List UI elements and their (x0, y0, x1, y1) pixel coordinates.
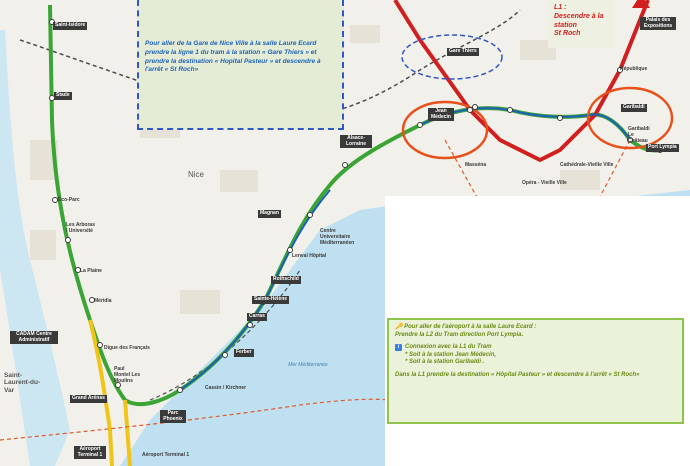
place-saint-laurent: Saint-Laurent-du-Var (4, 372, 41, 394)
station-garibaldi: Garibaldi (621, 104, 647, 112)
station-magnan: Magnan (258, 210, 281, 218)
l1-note-box: L1 : Descendre à la station St Roch (548, 0, 614, 48)
station-sainte-helene: Sainte-Hélène (252, 296, 290, 304)
route-dash-airport (0, 398, 391, 441)
station-jean-medecin: Jean Médecin (428, 108, 454, 121)
stop-garibaldi-chateau: Garibaldi Le Château (628, 126, 650, 144)
var-river (0, 30, 70, 466)
tram-line-3 (88, 319, 114, 466)
highlight-gare-thiers (401, 34, 503, 80)
stop-meridia: Méridia (94, 298, 112, 304)
l1-note-line2: Descendre à la (554, 12, 604, 20)
airport-note-title-text: Pour aller de l'aéroport à la salle Laur… (404, 324, 537, 330)
l1-note-line4: St Roch (554, 30, 581, 38)
station-stade: Stade (54, 92, 72, 100)
airport-note-title: 🔑 Pour aller de l'aéroport à la salle La… (395, 324, 676, 332)
city-label: Nice (188, 170, 205, 179)
station-cadam: CADAM Centre Administratif (10, 331, 58, 344)
stop-republique: République (620, 66, 648, 72)
stop-eco-parc: Éco-Parc (58, 197, 80, 203)
station-saint-isidore: Saint-Isidore (53, 22, 88, 30)
stop-paul-montel: Paul Montel Les Moulins (114, 366, 141, 384)
stop-la-plaine: La Plaine (80, 268, 102, 274)
urban-blocks (30, 25, 600, 314)
highlight-garibaldi (586, 86, 674, 150)
l1-note-line3: station (554, 21, 577, 29)
station-aeroport-t1: Aéroport Terminal 1 (74, 446, 106, 459)
stop-digue: Digue des Français (104, 345, 150, 351)
station-grand-arenas: Grand Arénas (70, 395, 107, 403)
stop-lenval: Lenval Hôpital (292, 253, 327, 259)
station-port-lympia: Port Lympia (646, 144, 679, 152)
top-note-text: Pour aller de la Gare de Nice Ville à la… (145, 40, 321, 74)
tram-line-3-branch (123, 399, 132, 466)
station-alsace-lorraine: Alsace-Lorraine (340, 135, 372, 148)
stop-centre-univ: Centre Universitaire Méditerranéen (320, 228, 355, 246)
airport-note-connexion-text: Connexion avec la L1 du Tram (405, 344, 492, 350)
l1-note-line1: L1 : (554, 4, 567, 11)
station-ferber: Ferber (234, 349, 254, 357)
airport-note-option1: * Soit à la station Jean Médecin, (405, 351, 497, 358)
station-palais-expositions: Palais des Expositions (640, 17, 676, 30)
stop-cathedrale: Cathédrale-Vieille Ville (560, 162, 614, 168)
airport-note-line2: Prendre la L2 du Tram direction Port Lym… (395, 331, 524, 338)
stop-opera: Opéra - Vieille Ville (522, 180, 567, 186)
airport-note-option2: * Soit à la station Garibaldi . (405, 359, 485, 365)
top-note-box: Pour aller de la Gare de Nice Ville à la… (137, 0, 344, 130)
station-rothschild: Rothschild (271, 276, 301, 284)
stop-massena: Masséna (465, 162, 487, 168)
tram-line-1 (393, 0, 650, 162)
info-icon: i (395, 344, 402, 351)
line1-arrow-east (632, 0, 650, 8)
highlight-jean-medecin (401, 100, 489, 160)
key-icon: 🔑 (395, 324, 405, 330)
station-gare-thiers: Gare Thiers (447, 48, 479, 56)
station-carras: Carras (247, 313, 267, 321)
stop-aeroport-t1-stop: Aéroport Terminal 1 (142, 452, 190, 458)
stop-arboras: Les Arboras / Université (66, 222, 95, 234)
line-2-center-blue (419, 107, 631, 141)
station-parc-phoenix: Parc Phoenix (160, 410, 186, 423)
airport-note-instruction: Dans la L1 prendre la destination « Hôpi… (395, 371, 640, 378)
stop-cassin: Cassin / Kirchner (205, 385, 247, 391)
sea-label: Mer Méditerranée (288, 362, 328, 368)
airport-note-box: 🔑 Pour aller de l'aéroport à la salle La… (387, 318, 684, 424)
